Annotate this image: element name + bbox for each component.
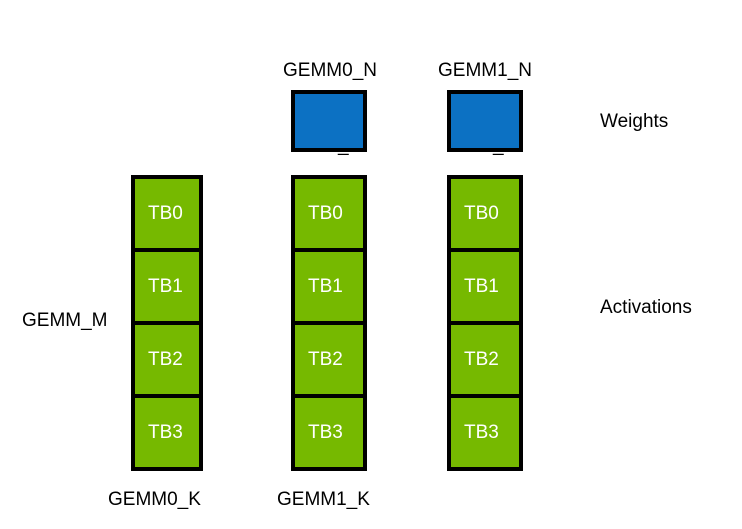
activation-cell: TB1 (451, 252, 519, 325)
activation-cell: TB1 (135, 252, 199, 325)
activation-cell-label: TB0 (148, 202, 183, 224)
activation-cell-label: TB3 (308, 421, 343, 443)
gemm1-k-label: GEMM1_K (277, 489, 370, 510)
activation-cell: TB0 (451, 179, 519, 252)
activation-cell: TB1 (295, 252, 363, 325)
gemm-m-label: GEMM_M (22, 310, 108, 331)
gemm0-n-label-line1: GEMM0_N (283, 60, 377, 81)
activations-column-2: TB0 TB1 TB2 TB3 (447, 175, 523, 471)
activation-cell: TB0 (135, 179, 199, 252)
activation-cell-label: TB2 (464, 348, 499, 370)
activation-cell-label: TB3 (148, 421, 183, 443)
activation-cell-label: TB0 (464, 202, 499, 224)
activations-column-0: TB0 TB1 TB2 TB3 (131, 175, 203, 471)
activation-cell-label: TB2 (148, 348, 183, 370)
activation-cell-label: TB2 (308, 348, 343, 370)
activation-cell-label: TB1 (464, 275, 499, 297)
activation-cell-label: TB1 (308, 275, 343, 297)
activation-cell-label: TB0 (308, 202, 343, 224)
activation-cell: TB3 (295, 398, 363, 467)
gemm1-n-label-line1: GEMM1_N (438, 60, 532, 81)
activations-column-1: TB0 TB1 TB2 TB3 (291, 175, 367, 471)
weights-label: Weights (600, 111, 669, 132)
gemm0-k-label: GEMM0_K (108, 489, 201, 510)
activation-cell: TB3 (451, 398, 519, 467)
activation-cell: TB0 (295, 179, 363, 252)
activation-cell: TB3 (135, 398, 199, 467)
activation-cell: TB2 (295, 325, 363, 398)
activation-cell-label: TB1 (148, 275, 183, 297)
activation-cell: TB2 (451, 325, 519, 398)
gemm0-weights-block (291, 90, 367, 152)
gemm1-weights-block (447, 90, 523, 152)
activation-cell: TB2 (135, 325, 199, 398)
activations-label: Activations (600, 297, 692, 318)
activation-cell-label: TB3 (464, 421, 499, 443)
